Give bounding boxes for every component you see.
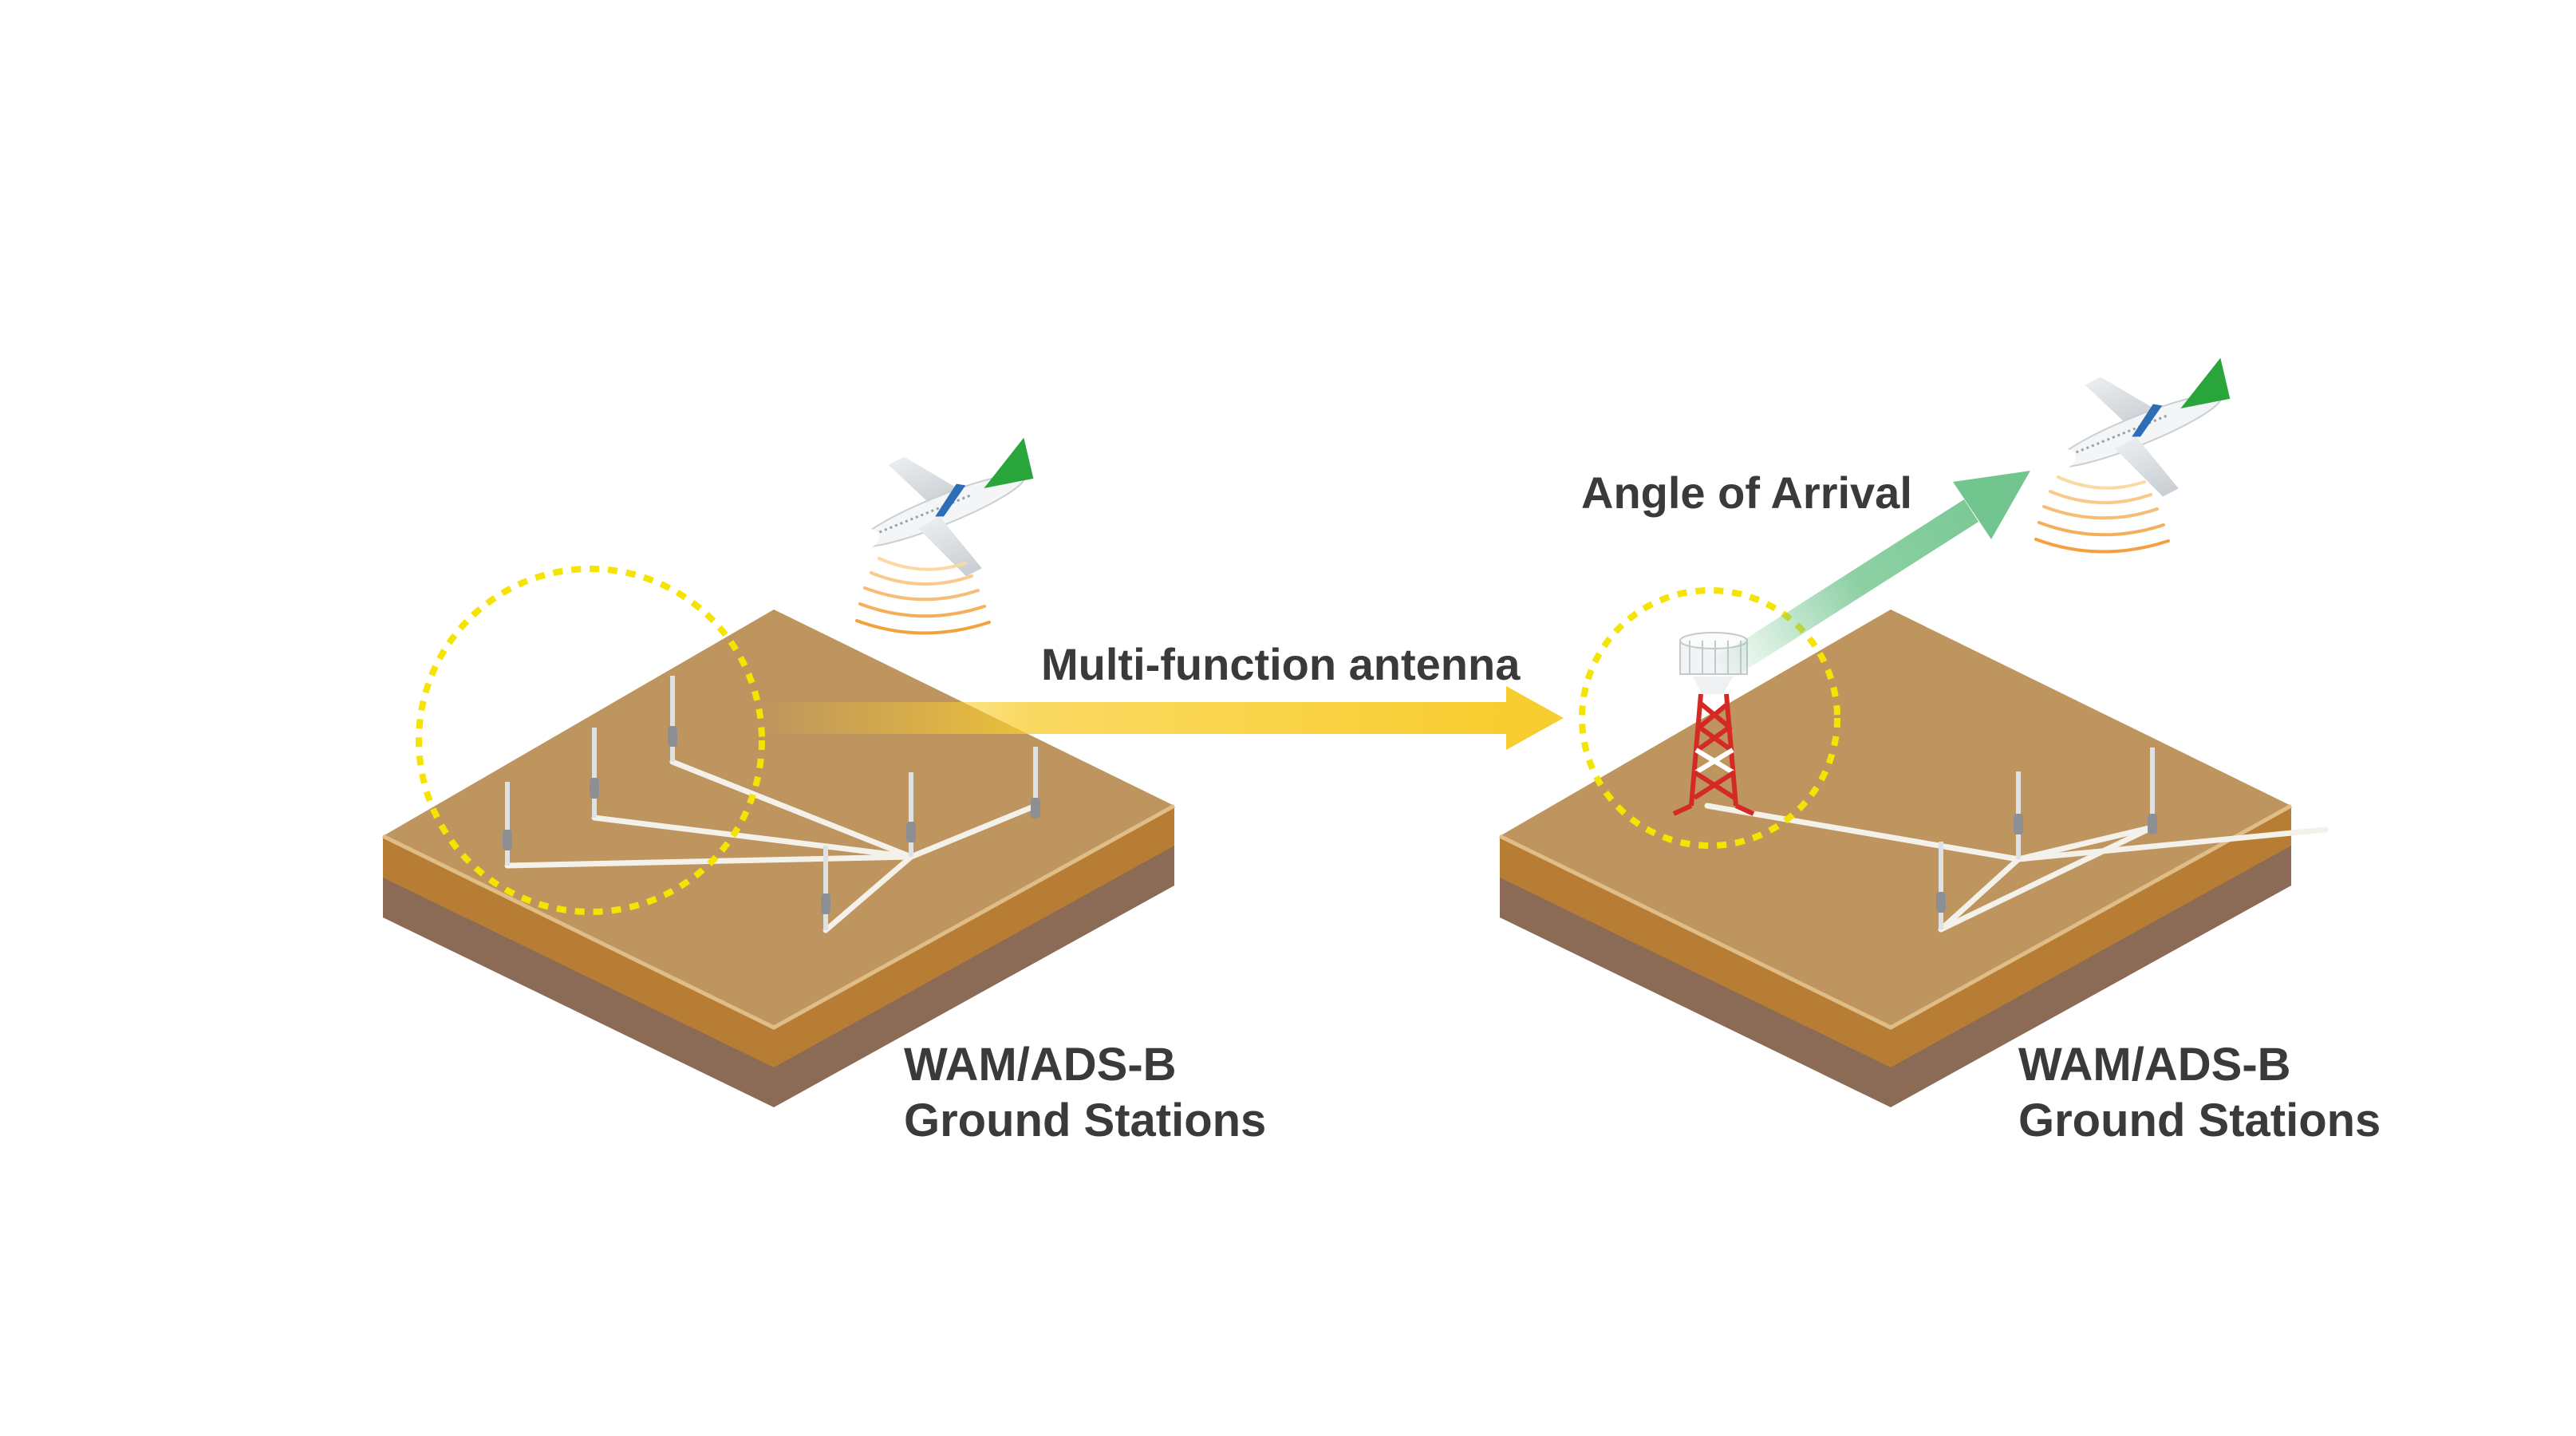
right-ground-stations-label-line1: WAM/ADS-B — [2018, 1039, 2291, 1091]
ground-antenna-icon — [590, 728, 599, 818]
multi-function-antenna-tower-icon — [1672, 632, 1755, 816]
left-ground-stations-label-line1: WAM/ADS-B — [904, 1039, 1177, 1091]
multi-function-antenna-label: Multi-function antenna — [1041, 639, 1521, 689]
right-platform-edge-highlight — [1498, 803, 2293, 1030]
ground-antenna-icon — [2148, 748, 2157, 834]
right-platform-layer-brown — [1500, 839, 2291, 1107]
signal-waves-icon — [855, 557, 991, 635]
right-ground-stations-label-line2: Ground Stations — [2018, 1095, 2381, 1146]
aircraft-icon — [854, 437, 1034, 577]
left-platform-layer-brown — [383, 839, 1174, 1107]
angle-of-arrival-label: Angle of Arrival — [1581, 467, 1912, 518]
multi-function-antenna-arrow — [762, 686, 1564, 750]
right-highlight-circle — [1579, 587, 1840, 849]
right-ground-stations-label: WAM/ADS-B Ground Stations — [2018, 1037, 2381, 1149]
right-antennas — [1936, 748, 2157, 929]
left-highlight-circle — [416, 566, 765, 915]
right-platform-layer-orange — [1500, 806, 2291, 1067]
ground-antenna-icon — [1031, 747, 1040, 819]
signal-waves-icon — [2034, 475, 2170, 554]
ground-antenna-icon — [1936, 842, 1946, 929]
aircraft-icon — [2051, 357, 2231, 497]
ground-antenna-icon — [2014, 771, 2023, 859]
right-cable-network — [1704, 803, 2329, 933]
right-platform-top — [1500, 610, 2291, 1028]
left-platform-layer-orange — [383, 806, 1174, 1067]
ground-antenna-icon — [503, 782, 512, 866]
left-ground-stations-label: WAM/ADS-B Ground Stations — [904, 1037, 1266, 1149]
ground-antenna-icon — [906, 772, 916, 857]
angle-of-arrival-arrow — [1715, 471, 2030, 681]
right-ground-platform — [1498, 610, 2293, 1107]
left-platform-edge-highlight — [381, 803, 1176, 1030]
ground-antenna-icon — [668, 676, 677, 762]
left-ground-stations-label-line2: Ground Stations — [904, 1095, 1267, 1146]
left-antennas — [503, 676, 1040, 930]
ground-antenna-icon — [821, 846, 830, 930]
